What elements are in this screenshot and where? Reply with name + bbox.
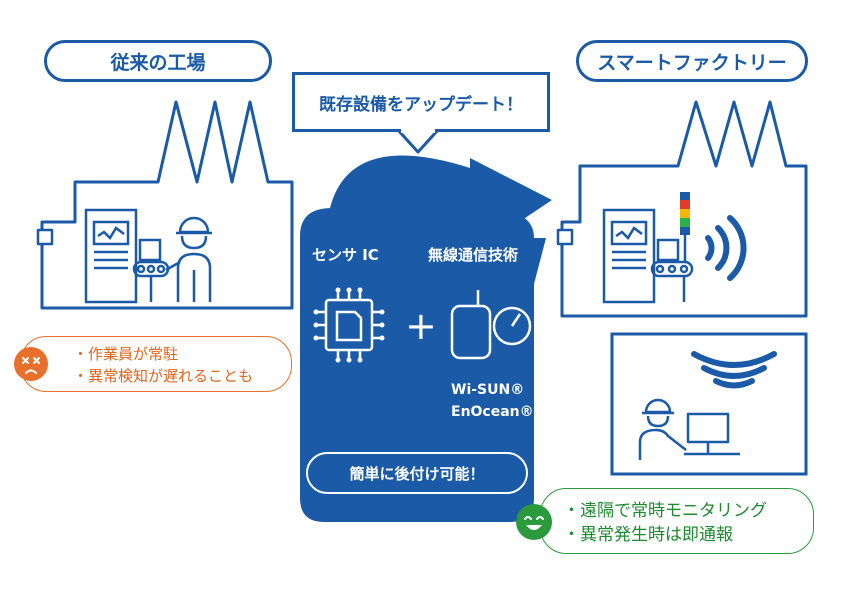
update-callout: 既存設備をアップデート！: [292, 72, 550, 132]
wireless-tech-label: 無線通信技術: [428, 246, 519, 264]
enocean-label: EnOcean®: [451, 404, 534, 420]
smart-factory-label: スマートファクトリー: [576, 40, 808, 82]
benefit-item: ・異常発生時は即通報: [563, 525, 733, 545]
retrofit-pill: 簡単に後付け可能！: [306, 452, 528, 494]
issue-item: ・異常検知が遅れることも: [73, 367, 254, 385]
callout-tail-cover: [401, 128, 435, 133]
sensor-ic-label: センサ IC: [312, 246, 379, 264]
operator-icon: [638, 398, 740, 460]
monitoring-wave-icon: [691, 351, 777, 389]
signal-tower-icon: [680, 192, 690, 262]
update-callout-text: 既存設備をアップデート！: [319, 94, 523, 115]
issue-item: ・作業員が常駐: [73, 345, 179, 363]
wireless-wave-icon: [705, 215, 747, 281]
old-factory-text: 従来の工場: [110, 51, 206, 74]
sad-face-icon: [14, 347, 48, 381]
benefit-item: ・遠隔で常時モニタリング: [563, 501, 767, 521]
old-factory-issues: ・作業員が常駐 ・異常検知が遅れることも: [20, 336, 292, 392]
retrofit-text: 簡単に後付け可能！: [349, 464, 485, 483]
old-factory-label: 従来の工場: [44, 40, 272, 82]
happy-face-icon: [516, 504, 552, 540]
smart-factory-benefits: ・遠隔で常時モニタリング ・異常発生時は即通報: [540, 488, 814, 554]
wisun-label: Wi-SUN®: [451, 382, 525, 398]
plus-sign: +: [405, 304, 437, 348]
smart-factory-text: スマートファクトリー: [597, 51, 787, 74]
